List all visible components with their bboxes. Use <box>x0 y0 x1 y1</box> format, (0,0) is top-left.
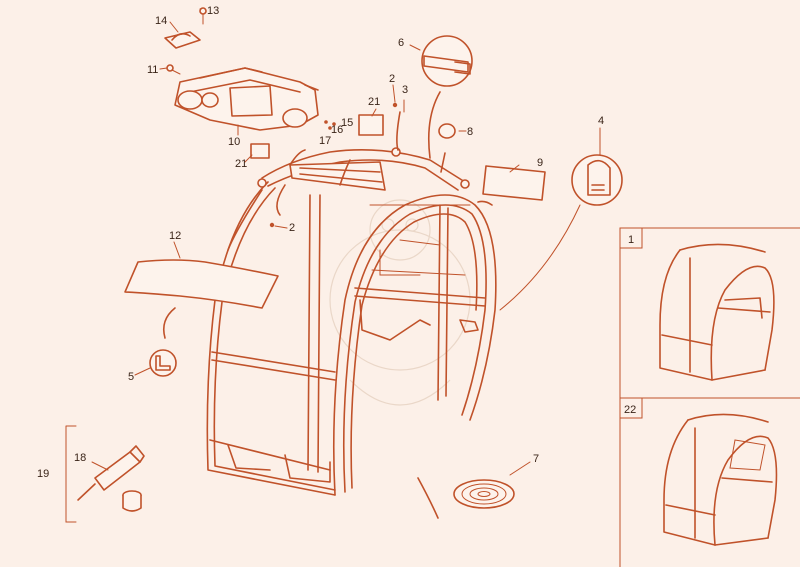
cap <box>122 490 142 512</box>
panel <box>482 165 546 201</box>
group-bracket <box>65 425 77 523</box>
callout-19: 19 <box>37 468 49 480</box>
trim-strip <box>124 259 279 309</box>
callout-8: 8 <box>467 126 473 138</box>
callout-15: 15 <box>341 117 353 129</box>
seal-coil <box>453 479 515 509</box>
callout-labels: 13 14 11 10 15 16 17 21 21 2 2 3 6 8 4 9… <box>37 5 636 480</box>
cab-frame <box>206 147 497 496</box>
callout-9: 9 <box>537 157 543 169</box>
adhesive-tube <box>77 445 145 501</box>
label-sticker-small <box>250 143 270 159</box>
callout-22: 22 <box>624 404 636 416</box>
callout-3: 3 <box>402 84 408 96</box>
callout-7: 7 <box>533 453 539 465</box>
callout-18: 18 <box>74 452 86 464</box>
callout-6: 6 <box>398 37 404 49</box>
detail-views <box>619 227 800 567</box>
small-screws <box>324 120 336 130</box>
callout-21a: 21 <box>368 96 380 108</box>
profile-icon <box>149 349 177 377</box>
callout-4: 4 <box>598 115 604 127</box>
seal-profile-detail <box>421 35 473 87</box>
edge-seal-detail <box>571 154 623 206</box>
screw-icon <box>166 7 207 75</box>
callout-2a: 2 <box>389 73 395 85</box>
callout-2b: 2 <box>289 222 295 234</box>
callout-5: 5 <box>128 371 134 383</box>
callout-1: 1 <box>628 234 634 246</box>
cab-variant-22 <box>663 413 778 546</box>
label-sticker <box>358 114 384 136</box>
callout-13: 13 <box>207 5 219 17</box>
callout-10: 10 <box>228 136 240 148</box>
cab-variant-1 <box>659 243 775 381</box>
o-ring <box>438 123 456 139</box>
callout-12: 12 <box>169 230 181 242</box>
assembly-arrows <box>162 91 581 519</box>
leader-lines <box>91 7 601 476</box>
callout-14: 14 <box>155 15 167 27</box>
bracket <box>164 31 201 49</box>
roof-console <box>174 67 319 131</box>
callout-11: 11 <box>147 64 158 76</box>
callout-16: 16 <box>331 124 343 136</box>
callout-21b: 21 <box>235 158 247 170</box>
callout-17: 17 <box>319 135 331 147</box>
screw-2 <box>269 102 398 228</box>
